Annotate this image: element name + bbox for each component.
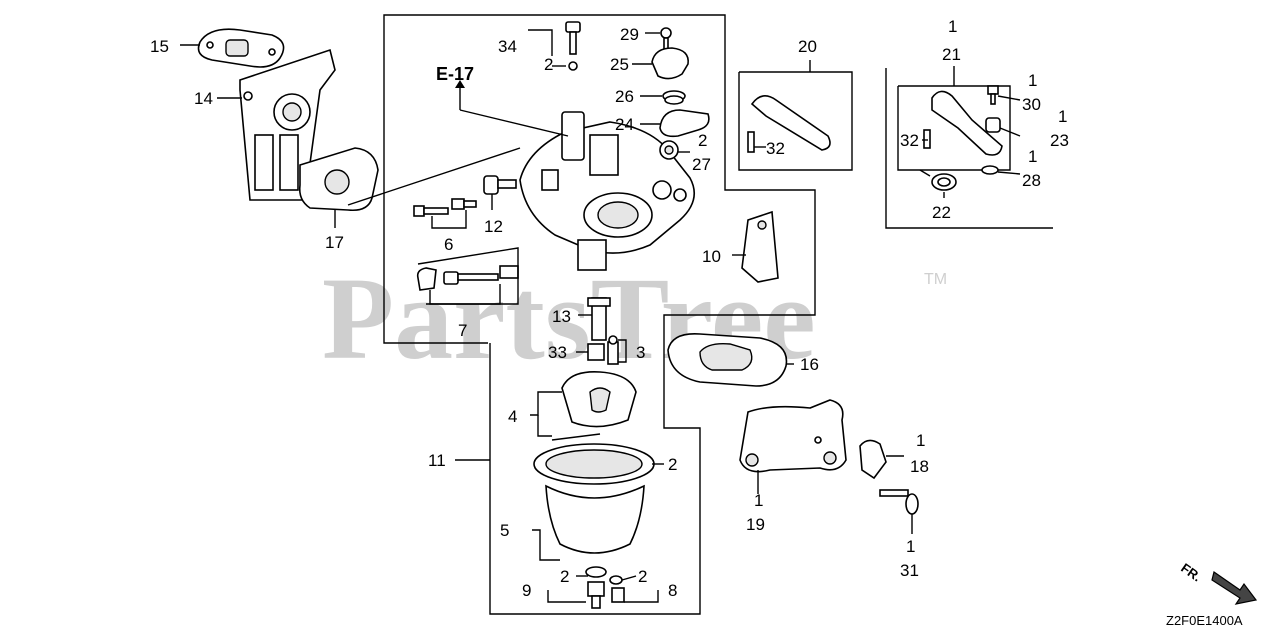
- callout-1-f: 1: [754, 491, 763, 510]
- needle-valve-13: [587, 297, 611, 341]
- callout-2-b: 2: [698, 131, 707, 150]
- callout-2-d: 2: [560, 567, 569, 586]
- callout-23: 23: [1050, 131, 1069, 150]
- lever-21: [923, 90, 1003, 156]
- cover-25: [651, 47, 689, 80]
- direction-label: FR.: [1178, 560, 1204, 584]
- group-20-outline: [738, 71, 853, 171]
- insulator-14: [239, 48, 336, 201]
- part-23: [985, 117, 1001, 133]
- callout-2-e: 2: [638, 567, 647, 586]
- clip-18: [859, 439, 887, 480]
- subgroup-21-outline: [897, 85, 1011, 171]
- callout-13: 13: [552, 307, 571, 326]
- front-direction-arrow: FR.: [1178, 560, 1258, 605]
- callout-24: 24: [615, 115, 634, 134]
- jet-33: [587, 343, 605, 361]
- gasket-15: [197, 28, 285, 68]
- callout-15: 15: [150, 37, 169, 56]
- callout-27: 27: [692, 155, 711, 174]
- trademark: TM: [924, 271, 947, 288]
- callout-7: 7: [458, 321, 467, 340]
- piston-24: [659, 109, 710, 138]
- bracket-19: [739, 399, 847, 473]
- callout-33: 33: [548, 343, 567, 362]
- callout-17: 17: [325, 233, 344, 252]
- callout-26: 26: [615, 87, 634, 106]
- reference-label-e17: E-17: [436, 64, 474, 84]
- callout-1-g: 1: [906, 537, 915, 556]
- group-21-outline: [885, 68, 1053, 229]
- float-4: [561, 371, 637, 428]
- float-pin: [551, 433, 601, 441]
- callout-32-a: 32: [766, 139, 785, 158]
- screw-9: [585, 566, 607, 609]
- callout-1-d: 1: [1028, 147, 1037, 166]
- callout-21: 21: [942, 45, 961, 64]
- callout-1-b: 1: [1028, 71, 1037, 90]
- gasket-17: [298, 147, 379, 212]
- callout-1-a: 1: [948, 17, 957, 36]
- callout-28: 28: [1022, 171, 1041, 190]
- screw-set-6: [413, 198, 477, 217]
- callout-31: 31: [900, 561, 919, 580]
- callout-4: 4: [508, 407, 517, 426]
- carburetor-body: [519, 111, 696, 271]
- callout-34: 34: [498, 37, 517, 56]
- callout-8: 8: [668, 581, 677, 600]
- bolt-31: [879, 489, 919, 515]
- callout-3: 3: [636, 343, 645, 362]
- callout-10: 10: [702, 247, 721, 266]
- leader-lines: [180, 29, 1021, 603]
- lever-20: [747, 95, 831, 153]
- callout-19: 19: [746, 515, 765, 534]
- callout-29: 29: [620, 25, 639, 44]
- callout-6: 6: [444, 235, 453, 254]
- callout-2-c: 2: [668, 455, 677, 474]
- screw-34: [565, 21, 581, 71]
- screw-8: [609, 575, 625, 603]
- callout-22: 22: [932, 203, 951, 222]
- callout-20: 20: [798, 37, 817, 56]
- callout-25: 25: [610, 55, 629, 74]
- spring-22: [919, 169, 957, 191]
- callout-5: 5: [500, 521, 509, 540]
- callout-9: 9: [522, 581, 531, 600]
- diagram-code: Z2F0E1400A: [1166, 613, 1243, 628]
- screw-set-7: [416, 265, 519, 291]
- callout-32-b: 32: [900, 131, 919, 150]
- callout-1-e: 1: [916, 431, 925, 450]
- callout-12: 12: [484, 217, 503, 236]
- callout-18: 18: [910, 457, 929, 476]
- callout-30: 30: [1022, 95, 1041, 114]
- washer-28: [981, 165, 999, 175]
- jet-3: [607, 335, 619, 365]
- part-10: [741, 210, 779, 283]
- screw-30: [987, 85, 999, 105]
- gasket-16: [667, 333, 788, 387]
- spring-26: [662, 90, 686, 105]
- callout-11: 11: [428, 451, 446, 470]
- main-group-outline: [383, 14, 816, 615]
- callout-14: 14: [194, 89, 213, 108]
- callout-labels: 15 14 17 34 2 29 25 26 24 2 27 12 6 7 20…: [150, 17, 1069, 600]
- ref-arrowhead: [455, 80, 465, 88]
- callout-1-c: 1: [1058, 107, 1067, 126]
- callout-2-a: 2: [544, 55, 553, 74]
- screw-12: [483, 175, 517, 195]
- float-bowl-5: [533, 443, 655, 554]
- callout-16: 16: [800, 355, 819, 374]
- part-27: [659, 140, 679, 160]
